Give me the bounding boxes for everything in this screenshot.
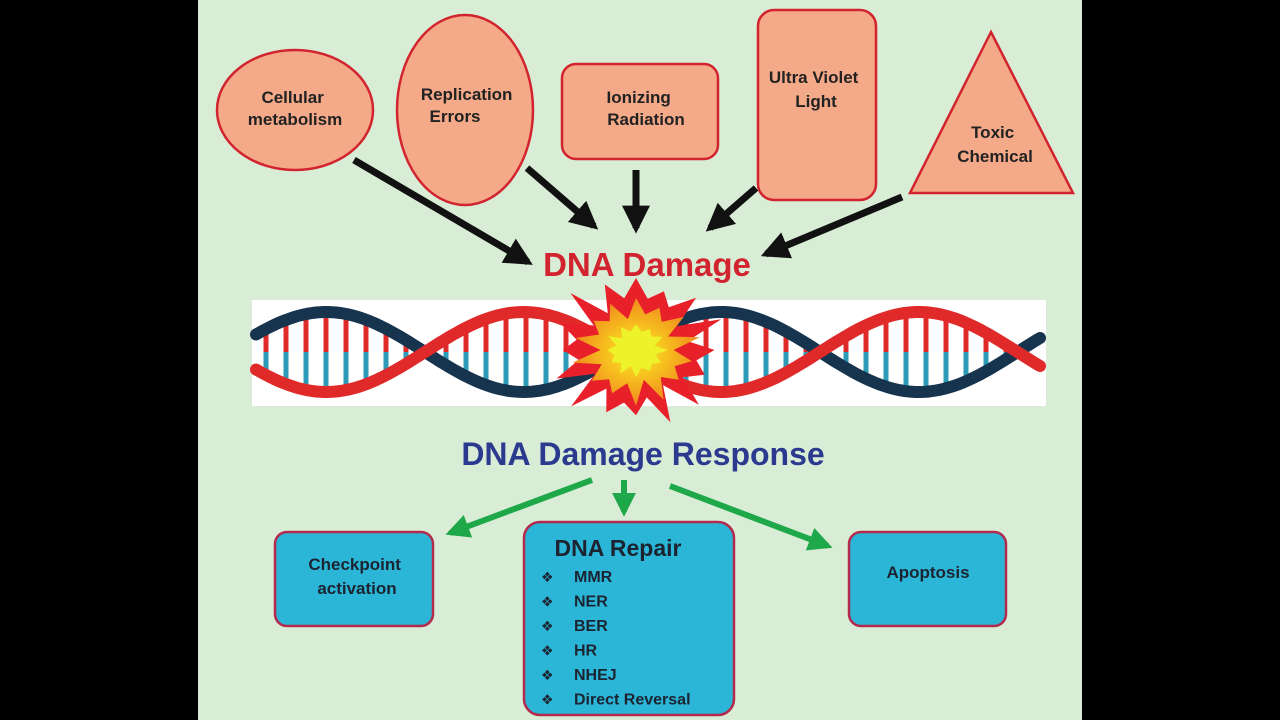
outcome-label-line-2: activation xyxy=(317,579,396,598)
rect-shape xyxy=(756,8,878,202)
cause-label-line-2: Errors xyxy=(429,107,480,126)
dna-repair-item: Direct Reversal xyxy=(574,692,691,709)
cause-toxic-chemical: Toxic Chemical xyxy=(907,29,1076,195)
cause-label: Cellular metabolism xyxy=(248,88,342,129)
bullet-icon: ❖ xyxy=(541,570,554,586)
dna-repair-title: DNA Repair xyxy=(555,535,682,561)
response-arrows xyxy=(445,477,833,551)
damage-burst-icon xyxy=(556,278,722,423)
bullet-icon: ❖ xyxy=(541,619,554,635)
cause-label-line-2: metabolism xyxy=(248,110,342,129)
arrow-replication-errors xyxy=(524,165,599,230)
cause-label: Replication Errors xyxy=(421,85,517,126)
outcome-apoptosis: Apoptosis xyxy=(847,530,1008,628)
bullet-icon: ❖ xyxy=(541,644,554,660)
dna-repair-item: NHEJ xyxy=(574,667,617,684)
dna-repair-item: NER xyxy=(574,594,608,611)
outcome-box xyxy=(847,530,1008,628)
outcome-label-line-1: Checkpoint xyxy=(308,555,401,574)
outcome-dna-repair: DNA Repair ❖ MMR ❖ NER ❖ BER ❖ HR ❖ NHEJ ❖ Direct R… xyxy=(522,520,736,717)
cause-label-line-1: Cellular xyxy=(261,88,324,107)
cause-label: Ionizing Radiation xyxy=(607,88,685,129)
dna-repair-list: ❖ MMR ❖ NER ❖ BER ❖ HR ❖ NHEJ ❖ Direct Reversal xyxy=(541,569,691,709)
cause-label-line-2: Chemical xyxy=(957,147,1033,166)
dna-damage-response-title: DNA Damage Response xyxy=(461,436,824,472)
cause-label-line-1: Ionizing xyxy=(607,88,671,107)
cause-label-line-1: Toxic xyxy=(971,123,1014,142)
ellipse-shape xyxy=(215,48,375,172)
triangle-shape xyxy=(907,29,1076,195)
cause-label: Ultra Violet Light xyxy=(769,68,863,111)
cause-label-line-2: Radiation xyxy=(607,110,684,129)
arrow-to-apoptosis xyxy=(668,483,833,551)
dna-damage-title: DNA Damage xyxy=(543,246,751,283)
cause-label-line-1: Replication xyxy=(421,85,513,104)
dna-repair-item: BER xyxy=(574,618,608,635)
cause-ionizing-radiation: Ionizing Radiation xyxy=(560,62,720,161)
arrow-to-checkpoint xyxy=(445,477,594,538)
cause-label: Toxic Chemical xyxy=(957,123,1033,166)
ellipse-shape xyxy=(395,13,535,207)
cause-ultra-violet-light: Ultra Violet Light xyxy=(756,8,878,202)
cause-cellular-metabolism: Cellular metabolism xyxy=(215,48,375,172)
bullet-icon: ❖ xyxy=(541,693,554,709)
arrow-toxic-chemical xyxy=(760,193,904,259)
dna-repair-item: HR xyxy=(574,643,598,660)
arrow-cellular-metabolism xyxy=(352,156,533,266)
outcome-box xyxy=(522,520,736,717)
outcome-box xyxy=(273,530,435,628)
outcome-label: Apoptosis xyxy=(886,563,969,582)
arrow-ultra-violet-light xyxy=(705,185,759,232)
bullet-icon: ❖ xyxy=(541,595,554,611)
dna-repair-item: MMR xyxy=(574,569,613,586)
burst-core xyxy=(607,324,669,378)
rect-shape xyxy=(560,62,720,161)
cause-replication-errors: Replication Errors xyxy=(395,13,535,207)
outcome-checkpoint-activation: Checkpoint activation xyxy=(273,530,435,628)
cause-label-line-2: Light xyxy=(795,92,837,111)
cause-arrows xyxy=(352,156,904,266)
cause-label-line-1: Ultra Violet xyxy=(769,68,859,87)
bullet-icon: ❖ xyxy=(541,668,554,684)
outcome-label: Checkpoint activation xyxy=(308,555,405,598)
